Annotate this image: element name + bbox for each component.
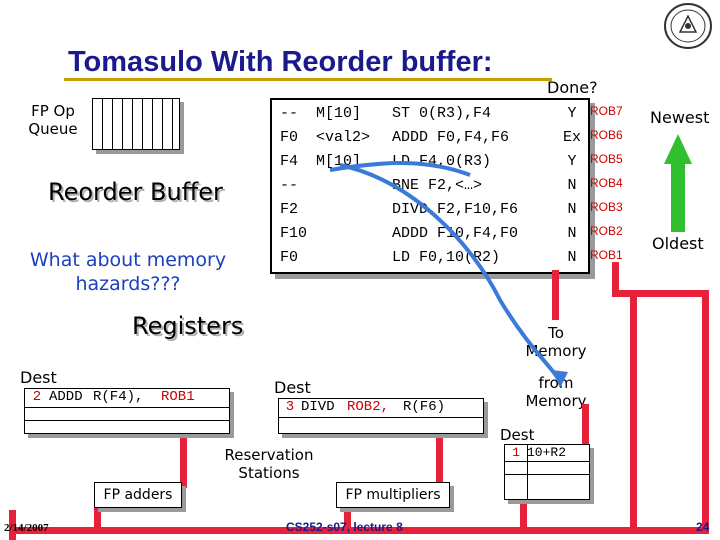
bus-mult-down	[344, 505, 351, 533]
rob-row: --BNE F2,<…>N	[272, 174, 588, 198]
bus-from-memory	[582, 404, 589, 454]
bus-adders-down	[94, 505, 101, 533]
rob-row: F0 LD F0,10(R2) N	[272, 246, 588, 270]
footer-date: 2/14/2007	[4, 522, 49, 534]
oldest-label: Oldest	[652, 234, 704, 253]
fp-multipliers-label: FP multipliers	[345, 487, 441, 503]
load-buffer-addr: 10+R2	[527, 445, 567, 460]
fp-add-dest-label: Dest	[20, 368, 57, 387]
slide-title: Tomasulo With Reorder buffer:	[68, 46, 493, 78]
load-buffer-num: 1	[512, 445, 520, 460]
rob-dest: F4	[280, 153, 299, 170]
rob-done: N	[567, 225, 577, 242]
fp-adders-label: FP adders	[103, 487, 173, 503]
fp-add-rs-vk: ROB1	[161, 389, 195, 405]
footer-course: CS252-s07, lecture 8	[286, 520, 403, 534]
rob-instr: ADDD F0,F4,F6	[392, 129, 510, 146]
bus-to-multipliers	[436, 428, 443, 488]
fp-adders-unit: FP adders	[94, 482, 182, 508]
fp-mul-rs-vk: R(F6)	[403, 399, 446, 415]
rob-done: N	[567, 249, 577, 266]
rob-entry-id: ROB6	[590, 128, 623, 142]
rob-done: Ex	[562, 129, 581, 146]
rob-dest: F0	[280, 129, 299, 146]
load-buffer-table: 1 10+R2	[504, 444, 590, 500]
registers-label: Registers	[132, 312, 244, 340]
rob-dest: F0	[280, 249, 299, 266]
fp-add-rs-op: ADDD	[49, 389, 83, 405]
bus-right-vertical	[702, 290, 709, 534]
fp-mul-rs-vj: ROB2,	[347, 399, 390, 415]
rob-instr: DIVD F2,F10,F6	[392, 201, 519, 218]
rob-row: -- M[10] ST 0(R3),F4 Y	[272, 102, 588, 126]
rob-done: N	[567, 177, 577, 194]
fp-add-rs-table: 2 ADDD R(F4), ROB1	[24, 388, 230, 434]
fp-op-queue-label: FP Op Queue	[28, 102, 78, 138]
fp-mul-rs-num: 3	[285, 399, 295, 415]
bus-left-vertical	[9, 510, 16, 540]
memory-hazards-question: What about memory hazards???	[29, 249, 227, 295]
rob-row: F2 DIVD F2,F10,F6 N	[272, 198, 588, 222]
rob-row: F0 <val2> ADDD F0,F4,F6 Ex	[272, 126, 588, 150]
bus-rob-right	[612, 262, 619, 296]
bus-top-horizontal	[612, 290, 709, 297]
rob-done: Y	[567, 105, 577, 122]
fp-op-queue	[92, 98, 180, 150]
rob-entry-id: ROB7	[590, 104, 623, 118]
rob-value: M[10]	[316, 105, 362, 122]
bus-to-adders	[180, 428, 187, 488]
title-underline	[64, 78, 552, 81]
rob-entry-id: ROB1	[590, 248, 623, 262]
rob-instr: LD F0,10(R2)	[392, 249, 501, 266]
rob-dest: --	[280, 177, 299, 194]
rob-entry-id: ROB3	[590, 200, 623, 214]
fp-mul-rs-op: DIVD	[301, 399, 335, 415]
reservation-stations-label: Reservation Stations	[224, 446, 314, 482]
rob-value: <val2>	[316, 129, 371, 146]
rob-dest: F2	[280, 201, 299, 218]
university-seal-icon	[662, 2, 714, 50]
reorder-buffer-label: Reorder Buffer	[48, 178, 223, 206]
bus-to-memory	[552, 270, 559, 320]
fp-multipliers-unit: FP multipliers	[336, 482, 450, 508]
rob-instr: ST 0(R3),F4	[392, 105, 492, 122]
done-header: Done?	[547, 78, 598, 97]
newest-arrow-icon	[664, 134, 692, 232]
footer-page: 24	[696, 520, 710, 534]
fp-mul-rs-table: 3 DIVD ROB2, R(F6)	[278, 398, 484, 434]
bus-mid-left	[630, 297, 637, 533]
fp-add-rs-num: 2	[32, 389, 42, 405]
fp-mul-dest-label: Dest	[274, 378, 311, 397]
fp-add-rs-vj: R(F4),	[93, 389, 144, 405]
bus-bottom-horizontal	[9, 527, 709, 534]
rob-dest: --	[280, 105, 299, 122]
rob-entry-id: ROB4	[590, 176, 623, 190]
load-buffer-dest-label: Dest	[500, 426, 535, 444]
rob-done: N	[567, 201, 577, 218]
rob-entry-id: ROB5	[590, 152, 623, 166]
rob-done: Y	[567, 153, 577, 170]
rob-dest: F10	[280, 225, 308, 242]
rob-entry-id: ROB2	[590, 224, 623, 238]
forwarding-arrow-icon	[329, 161, 568, 388]
newest-label: Newest	[650, 108, 710, 127]
